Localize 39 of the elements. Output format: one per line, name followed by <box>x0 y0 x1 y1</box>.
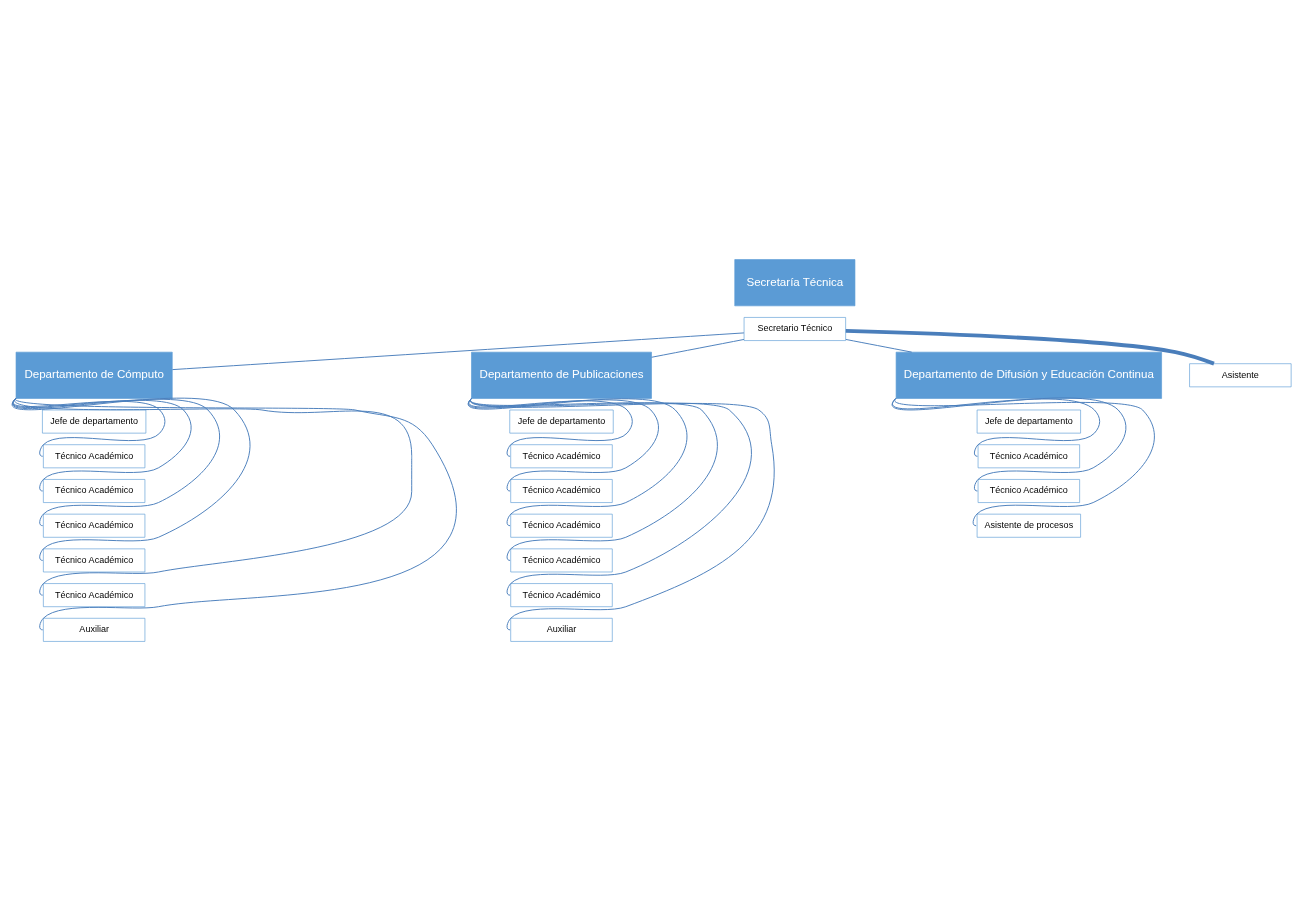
connector <box>891 397 1127 492</box>
connector <box>845 329 1215 366</box>
node-box: Técnico Académico <box>510 513 613 538</box>
connector <box>895 397 1155 527</box>
node-box: Asistente <box>1189 363 1292 388</box>
connector <box>11 397 251 561</box>
node-box: Departamento de Publicaciones <box>471 351 652 399</box>
connector <box>845 339 913 353</box>
node-box: Técnico Académico <box>510 479 613 503</box>
connector <box>12 397 192 492</box>
node-box: Técnico Académico <box>510 444 613 469</box>
node-box: Técnico Académico <box>43 444 146 469</box>
node-box: Departamento de Cómputo <box>15 351 173 399</box>
node-box: Técnico Académico <box>43 513 146 538</box>
connector <box>15 397 457 631</box>
node-box: Técnico Académico <box>43 583 146 608</box>
node-box: Secretaría Técnica <box>734 259 856 307</box>
connector <box>171 332 745 371</box>
node-box: Auxiliar <box>510 617 613 642</box>
node-box: Jefe de departamento <box>976 409 1081 434</box>
node-box: Asistente de procesos <box>976 513 1081 538</box>
node-box: Auxiliar <box>43 617 146 642</box>
node-box: Técnico Académico <box>43 479 146 503</box>
node-box: Técnico Académico <box>510 548 613 573</box>
connector <box>468 397 633 457</box>
connector <box>15 397 413 596</box>
node-box: Técnico Académico <box>977 479 1080 503</box>
connector <box>892 397 1101 457</box>
connector <box>12 397 221 527</box>
node-box: Técnico Académico <box>977 444 1080 469</box>
connector <box>468 397 659 492</box>
node-box: Técnico Académico <box>510 583 613 608</box>
node-box: Secretario Técnico <box>743 317 846 341</box>
connector <box>651 339 745 358</box>
connector <box>467 397 688 527</box>
node-box: Técnico Académico <box>43 548 146 573</box>
node-box: Jefe de departamento <box>42 409 147 434</box>
node-box: Jefe de departamento <box>509 409 614 434</box>
node-box: Departamento de Difusión y Educación Continua <box>895 351 1162 399</box>
